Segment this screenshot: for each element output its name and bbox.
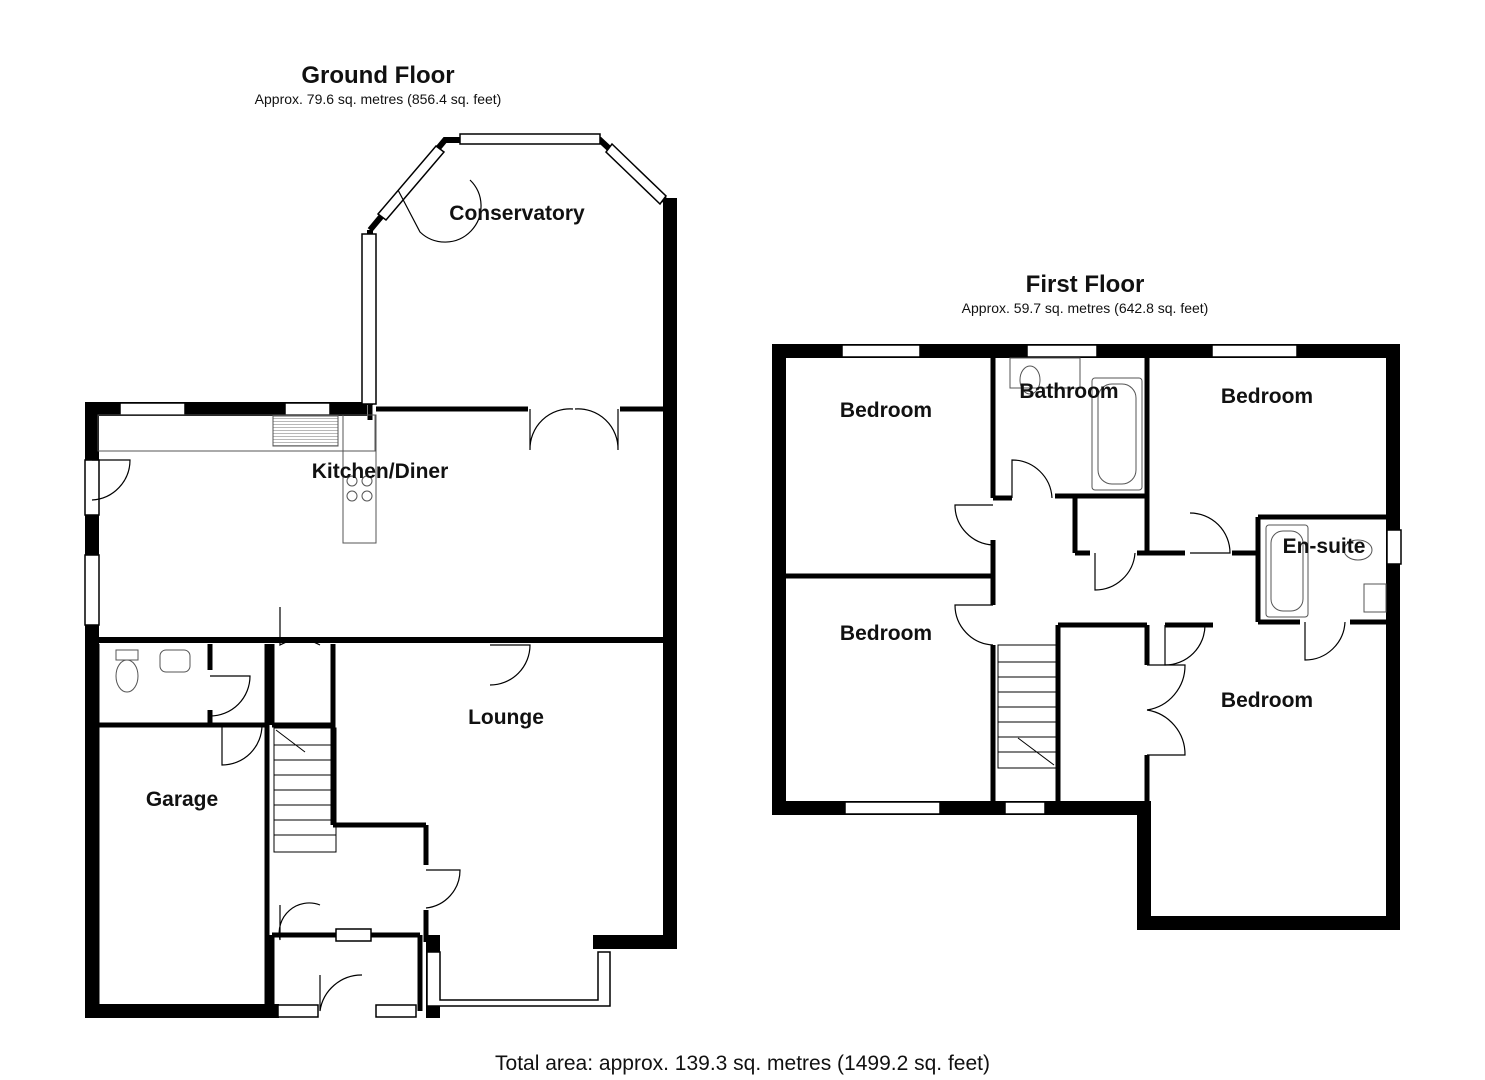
first-floor-plan <box>772 344 1402 930</box>
room-label-bedroom-top-right: Bedroom <box>1221 385 1313 408</box>
first-floor-title: First Floor <box>1025 271 1145 298</box>
ground-floor-title: Ground Floor <box>301 62 455 89</box>
ground-floor-plan <box>84 133 677 1018</box>
room-label-bedroom-bottom-left: Bedroom <box>840 622 932 645</box>
room-label-garage: Garage <box>146 788 218 811</box>
ground-outer-walls <box>85 198 677 1018</box>
ground-interior-walls <box>94 644 429 1011</box>
ground-floor-area: Approx. 79.6 sq. metres (856.4 sq. feet) <box>254 91 502 107</box>
floor-plan: Conservatory Kitchen/Diner Lounge Garage <box>84 133 1402 1018</box>
room-label-kitchen-diner: Kitchen/Diner <box>312 460 449 483</box>
first-stairs <box>997 644 1057 769</box>
room-label-bathroom: Bathroom <box>1019 380 1118 403</box>
first-fixtures <box>1009 357 1387 618</box>
first-outer-walls <box>772 344 1400 930</box>
room-label-ensuite: En-suite <box>1283 535 1366 558</box>
first-doors <box>954 459 1346 756</box>
room-label-conservatory: Conservatory <box>449 202 585 225</box>
first-windows <box>841 344 1402 815</box>
kitchen-walls <box>367 405 664 420</box>
room-label-lounge: Lounge <box>468 706 544 729</box>
ground-doors <box>91 179 619 1012</box>
conservatory-walls <box>361 133 673 405</box>
kitchen-fixtures <box>97 414 377 544</box>
ground-stairs <box>273 727 337 853</box>
first-interior-walls <box>784 356 1388 803</box>
first-floor-area: Approx. 59.7 sq. metres (642.8 sq. feet) <box>961 300 1209 316</box>
total-area: Total area: approx. 139.3 sq. metres (14… <box>495 1052 990 1075</box>
wc-fixtures <box>115 649 191 693</box>
room-label-bedroom-top-left: Bedroom <box>840 399 932 422</box>
room-label-bedroom-bottom-right: Bedroom <box>1221 689 1313 712</box>
